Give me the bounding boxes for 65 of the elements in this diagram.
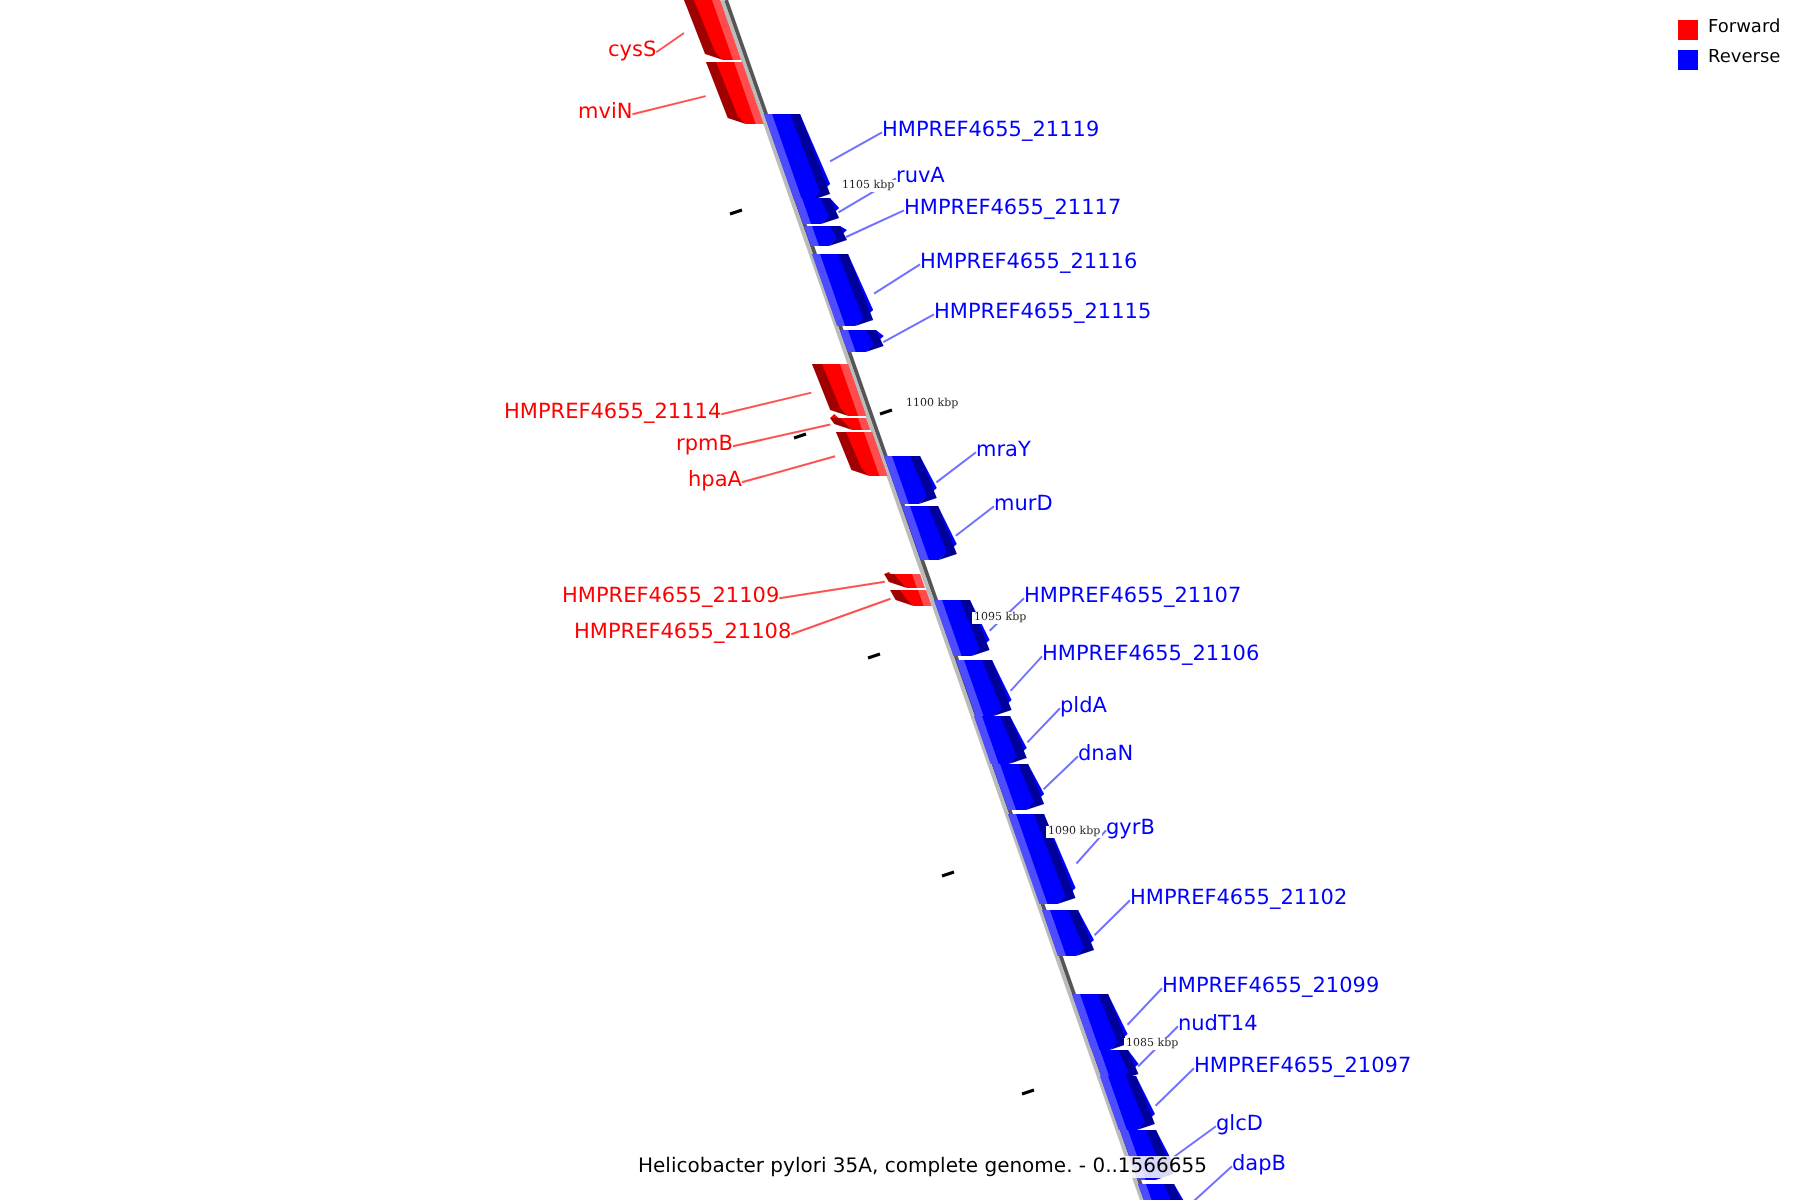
gene-label: murD — [994, 492, 1053, 518]
gene-label: rpmB — [676, 432, 733, 458]
gene-label: ruvA — [896, 164, 945, 190]
gene-marker — [705, 62, 764, 124]
leader-line — [1075, 829, 1107, 865]
leader-line — [1126, 987, 1163, 1026]
legend-label: Forward — [1708, 18, 1781, 38]
caption: Helicobacter pylori 35A, complete genome. - 0..1566655 — [638, 1156, 1207, 1178]
gene-label: HMPREF4655_21097 — [1194, 1054, 1412, 1080]
gene-label: HMPREF4655_21109 — [562, 584, 780, 610]
leader-line — [845, 209, 905, 238]
gene-marker — [1008, 814, 1077, 904]
gene-marker — [955, 660, 1011, 716]
gene-label: HMPREF4655_21099 — [1162, 974, 1380, 1000]
gene-label: HMPREF4655_21107 — [1024, 584, 1242, 610]
leader-line — [882, 313, 935, 344]
leader-line — [1172, 1125, 1217, 1159]
gene-label: HMPREF4655_21102 — [1130, 886, 1348, 912]
gene-label: mviN — [578, 100, 633, 126]
leader-line — [935, 451, 977, 484]
leader-line — [790, 597, 892, 636]
gene-marker — [793, 198, 839, 224]
gene-marker — [684, 0, 741, 60]
gene-label: HMPREF4655_21115 — [934, 300, 1152, 326]
gene-label: nudT14 — [1178, 1012, 1258, 1038]
leader-line — [778, 580, 886, 600]
leader-line — [731, 423, 832, 448]
gene-marker — [884, 574, 926, 588]
gene-marker — [839, 330, 884, 352]
gene-marker — [901, 506, 956, 560]
gene-label: HMPREF4655_21119 — [882, 118, 1100, 144]
gene-label: pldA — [1060, 694, 1107, 720]
gene-marker — [830, 418, 871, 430]
gene-label: HMPREF4655_21106 — [1042, 642, 1260, 668]
leader-line — [954, 505, 995, 537]
leader-line — [740, 455, 837, 484]
gene-marker — [974, 716, 1028, 764]
gene-label: HMPREF4655_21117 — [904, 196, 1122, 222]
gene-marker — [803, 226, 847, 246]
leader-line — [655, 32, 685, 54]
leader-line — [1093, 899, 1131, 937]
gene-marker — [991, 764, 1044, 810]
leader-line — [873, 263, 921, 295]
gene-marker — [1042, 910, 1095, 956]
gene-label: hpaA — [688, 468, 742, 494]
gene-label: HMPREF4655_21108 — [574, 620, 792, 646]
gene-label: gyrB — [1106, 816, 1155, 842]
gene-marker — [890, 590, 933, 606]
gene-label: mraY — [976, 438, 1031, 464]
gene-label: HMPREF4655_21116 — [920, 250, 1138, 276]
leader-line — [1042, 755, 1079, 791]
gene-label: glcD — [1216, 1112, 1263, 1138]
leader-line — [1026, 707, 1061, 744]
leader-line — [1154, 1067, 1195, 1107]
gene-marker — [812, 254, 875, 326]
legend-label: Reverse — [1708, 48, 1781, 68]
gene-label: HMPREF4655_21114 — [504, 400, 722, 426]
leader-line — [1009, 655, 1043, 692]
leader-line — [829, 131, 883, 163]
leader-line — [631, 95, 707, 116]
gene-label: dnaN — [1078, 742, 1134, 768]
leader-line — [720, 391, 813, 416]
gene-label: cysS — [608, 38, 657, 64]
gene-label: dapB — [1232, 1152, 1286, 1178]
gene-marker — [883, 456, 937, 504]
